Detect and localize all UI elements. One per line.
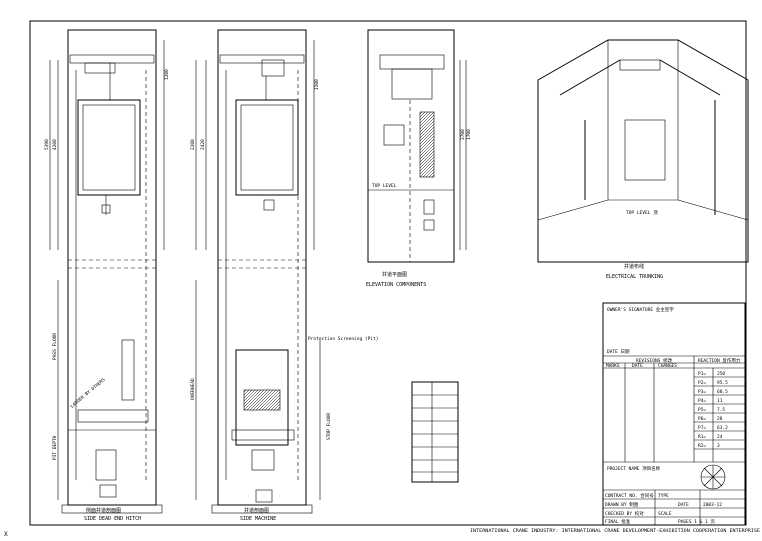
reaction-key: R1= <box>698 434 706 440</box>
dim-label: 2420 <box>200 139 206 150</box>
reaction-value: 24 <box>717 434 723 440</box>
reaction-key: P4= <box>698 398 706 404</box>
dim-label: 1700 <box>466 129 472 140</box>
reaction-key: P5= <box>698 407 706 413</box>
tb-project: PROJECT NAME 项目名称 <box>607 465 661 472</box>
reaction-key: P1= <box>698 371 706 377</box>
title-side-machine: SIDE MACHINE <box>240 516 276 522</box>
reaction-value: 11 <box>717 398 723 404</box>
tb-contract: CONTRACT NO. 合同号 <box>605 492 654 499</box>
dim-label: 1200 <box>164 69 170 80</box>
title-cn-elevation: 井道平面图 <box>382 271 407 278</box>
x-mark: X <box>4 531 8 538</box>
label-overhead: OVERHEAD <box>190 378 196 400</box>
label-pass-floor: PASS FLOOR <box>52 333 58 360</box>
reaction-value: 3 <box>717 443 720 449</box>
tb-date-val: 2003-12 <box>703 502 722 508</box>
title-side-dead-end: SIDE DEAD END HITCH <box>84 516 141 522</box>
tb-checked: CHECKED BY 校对 <box>605 510 644 517</box>
label-protection: Protection Screening (Pit) <box>308 336 378 342</box>
reaction-key: R2= <box>698 443 706 449</box>
shaft-side-machine <box>195 29 321 514</box>
tb-type: TYPE <box>658 493 669 499</box>
title-elevation-components: ELEVATION COMPONENTS <box>366 282 426 288</box>
dim-label: 1500 <box>314 79 320 90</box>
reaction-key: P7= <box>698 425 706 431</box>
tb-date2: DATE <box>678 502 689 508</box>
schedule-table <box>411 381 459 483</box>
title-electrical-trunking: ELECTRICAL TRUNKING <box>606 274 663 280</box>
trunking-3d <box>537 39 749 263</box>
tb-changes: CHANGES <box>658 363 677 369</box>
dim-label: 3700 <box>460 129 466 140</box>
label-ladder: LADDER BY OTHERS <box>69 377 106 410</box>
tb-final: FINAL 批准 <box>605 518 631 525</box>
reaction-value: 7.5 <box>717 407 725 413</box>
label-stop-floor: STOP FLOOR <box>326 413 332 440</box>
label-top-level: TOP LEVEL <box>372 183 397 189</box>
tb-scale: SCALE <box>658 511 672 517</box>
title-block <box>602 302 746 526</box>
tb-marks: MARKS <box>606 363 620 369</box>
dim-label: 5390 <box>44 139 50 150</box>
reaction-value: 28 <box>717 416 723 422</box>
shaft-side-dead-end <box>49 29 165 514</box>
reaction-value: 250 <box>717 371 725 377</box>
tb-revisions: REVISIONS 修改 <box>636 357 673 364</box>
reaction-key: P2= <box>698 380 706 386</box>
tb-pages: PAGES 1 & 1 页 <box>678 519 716 525</box>
reaction-value: 63.2 <box>717 425 728 431</box>
tb-footer: INTERNATIONAL CRANE INDUSTRY: INTERNATIO… <box>470 528 760 534</box>
dim-label: 4200 <box>52 139 58 150</box>
tb-owner-sig: OWNER'S SIGNATURE 业主签字 <box>607 306 674 313</box>
label-top-level2: TOP LEVEL 顶 <box>626 210 658 216</box>
reaction-value: 68.5 <box>717 389 728 395</box>
tb-date: DATE 日期 <box>607 349 630 355</box>
tb-date-col: DATE <box>632 363 643 369</box>
reaction-key: P3= <box>698 389 706 395</box>
tb-drawn: DRAWN BY 制图 <box>605 501 639 508</box>
dim-label: 2200 <box>190 139 196 150</box>
reaction-value: 95.5 <box>717 380 728 386</box>
title-cn-side-dead: 侧面井道剖面图 <box>86 507 121 514</box>
label-pit-depth: PIT DEPTH <box>52 435 58 460</box>
shaft-elevation <box>367 29 467 263</box>
title-cn-side-machine: 井道剖面图 <box>244 507 269 514</box>
tb-reaction: REACTION 反作用力 <box>698 357 741 364</box>
sheet-border <box>29 20 747 526</box>
reaction-key: P6= <box>698 416 706 422</box>
title-cn-trunk: 井道布线 <box>624 263 644 270</box>
